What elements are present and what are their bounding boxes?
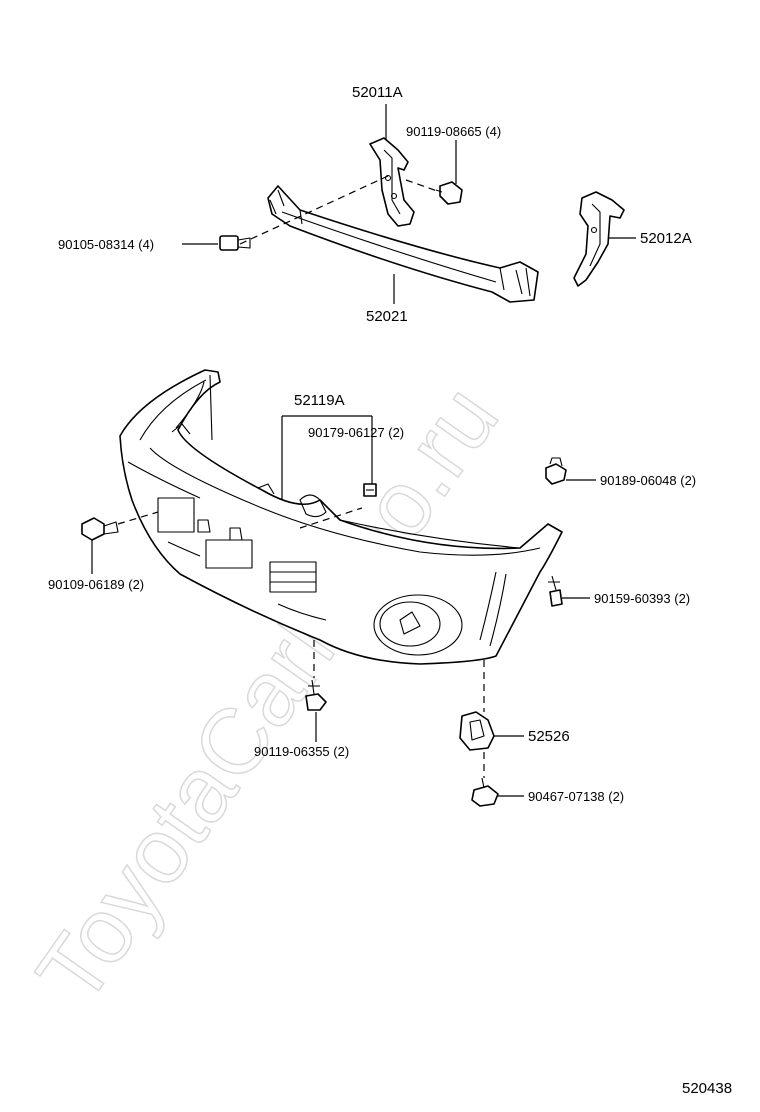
bolt-side-part — [219, 235, 251, 251]
label-90109-06189: 90109-06189 (2) — [48, 577, 144, 592]
label-90179-06127: 90179-06127 (2) — [308, 425, 404, 440]
bolt-cover-side-part — [81, 517, 119, 541]
clip-nut-part — [363, 483, 377, 497]
label-52021: 52021 — [366, 308, 408, 325]
label-90119-06355: 90119-06355 (2) — [254, 744, 349, 759]
label-52526: 52526 — [528, 728, 570, 745]
label-52012a: 52012A — [640, 230, 692, 247]
label-90189-06048: 90189-06048 (2) — [600, 473, 696, 488]
label-90467-07138: 90467-07138 (2) — [528, 789, 624, 804]
bolt-top-part — [435, 181, 463, 205]
retainer-part — [459, 711, 495, 751]
bumper-cover-part — [119, 369, 563, 665]
bracket-52011a-part — [369, 137, 415, 227]
clip-side-part — [545, 457, 567, 485]
bolt-lower-part — [305, 679, 327, 711]
label-90119-08665: 90119-08665 (4) — [406, 124, 501, 139]
bracket-52012a-part — [573, 191, 625, 287]
screw-side-part — [548, 575, 563, 607]
retainer-bolt-part — [471, 777, 499, 807]
diagram-code: 520438 — [682, 1080, 732, 1097]
bumper-reinforcement-part — [267, 185, 539, 303]
label-90159-60393: 90159-60393 (2) — [594, 591, 690, 606]
label-52119a: 52119A — [294, 392, 345, 409]
label-52011a: 52011A — [352, 84, 403, 101]
label-90105-08314: 90105-08314 (4) — [58, 237, 154, 252]
watermark: ToyotaCarMino.ru — [18, 368, 518, 1021]
